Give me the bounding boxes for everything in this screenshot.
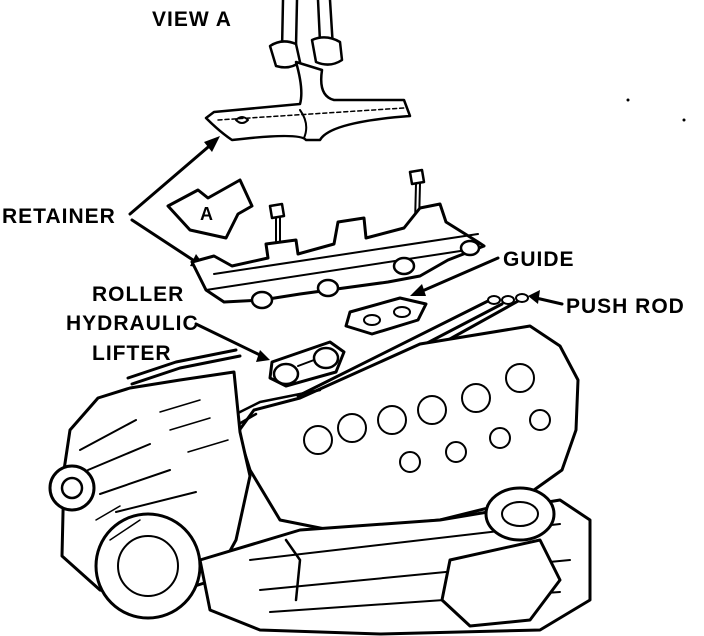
push-rod-label: PUSH ROD [566,295,685,318]
engine-block [48,324,592,636]
view-a-detail [204,0,412,142]
cylinder-head-ports [303,363,551,473]
guide-leader-arrow [410,256,500,296]
retainer-bracket [190,202,486,310]
roller-lifter-label-line2: HYDRAULIC [66,312,199,335]
retainer-label: RETAINER [2,205,116,228]
view-a-arrow-marker [166,178,254,240]
roller-lifter-label-line1: ROLLER [92,283,184,306]
roller-hydraulic-lifters [268,340,346,388]
guide-plate [344,296,428,336]
stray-dot [626,98,630,102]
guide-label: GUIDE [503,248,575,271]
roller-lifter-leader-arrow [194,322,270,362]
view-a-label: VIEW A [152,8,232,31]
view-a-marker-letter: A [200,204,214,224]
roller-lifter-label-line3: LIFTER [92,342,172,365]
push-rod-leader-arrow [528,290,564,306]
stray-dot [682,118,686,122]
